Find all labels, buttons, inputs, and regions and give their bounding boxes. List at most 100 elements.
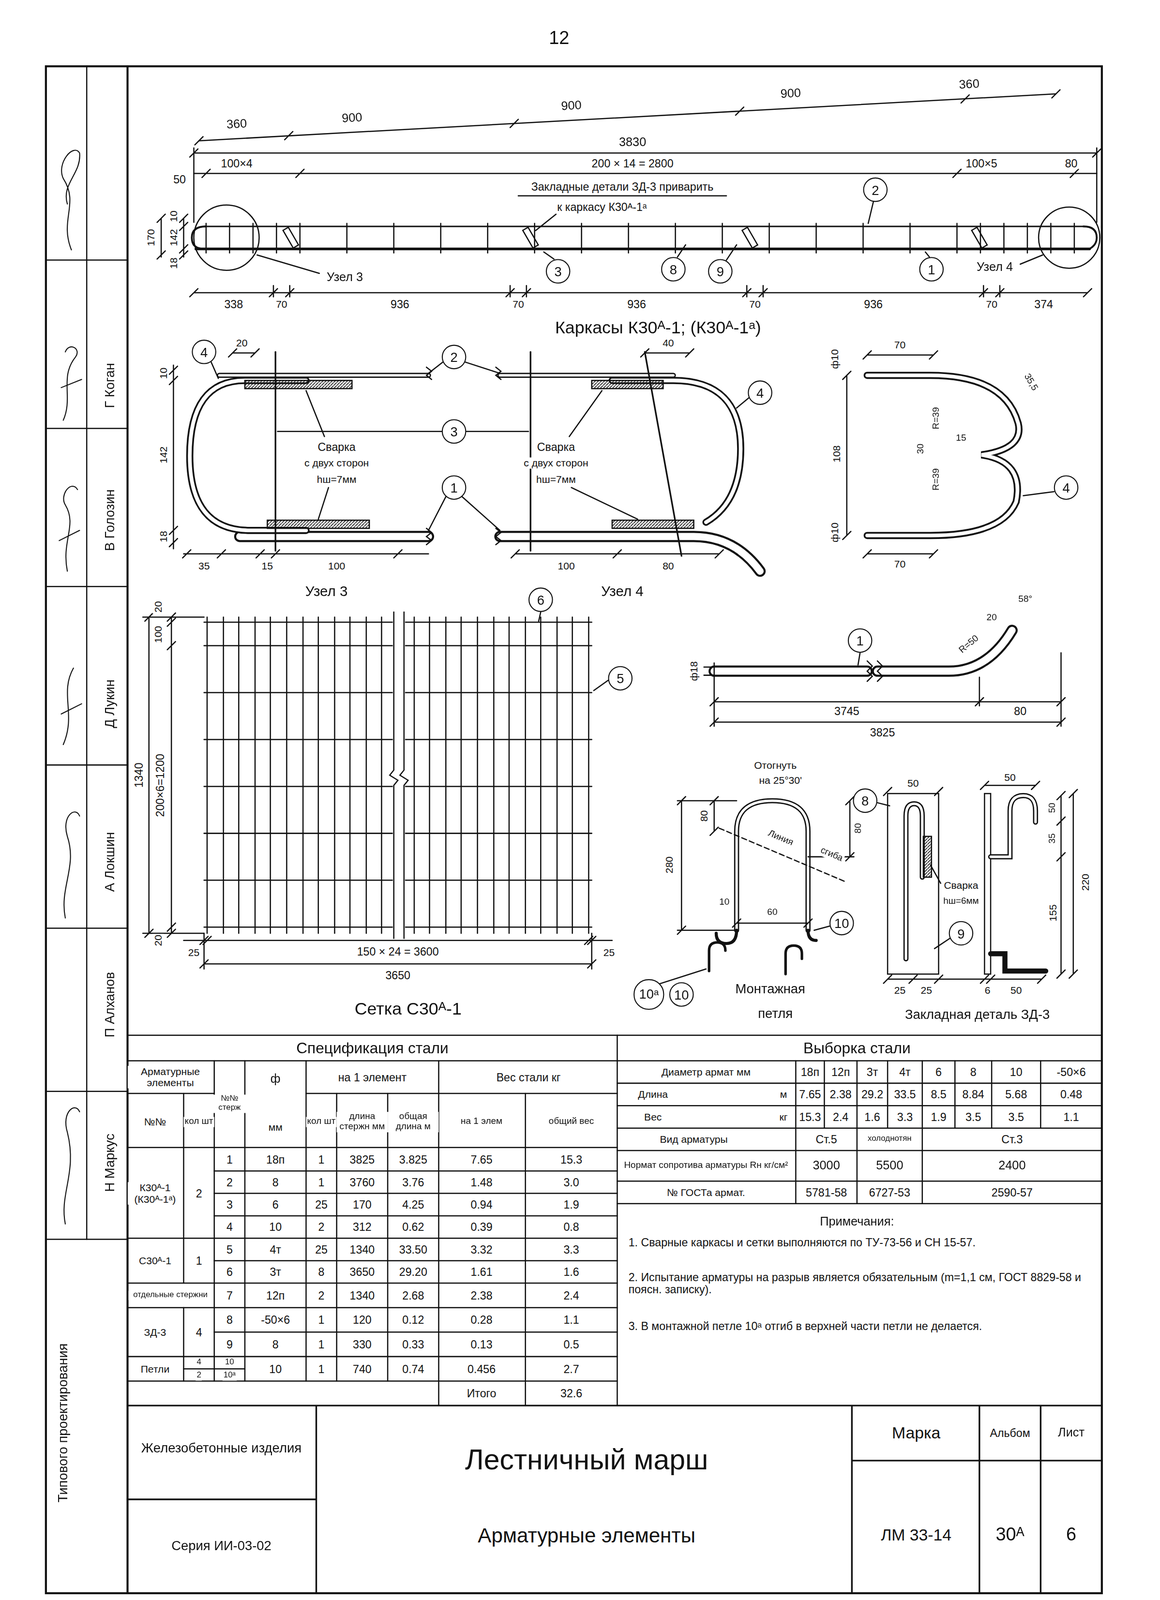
table-cell: Нормат сопротива арматуры Rн кг/см² (618, 1160, 795, 1172)
table-cell: -50×6 (1055, 1066, 1087, 1079)
dimension-label: R=39 (931, 467, 942, 492)
node-detail (267, 520, 370, 529)
table-cell: 1.48 (469, 1176, 494, 1189)
table-cell: № ГОСТа армат. (665, 1187, 747, 1199)
table-cell: 170 (351, 1198, 373, 1211)
dimension-label: 900 (340, 110, 364, 126)
title-block-text: ЛМ 33-14 (879, 1526, 953, 1545)
dimension-label: 30 (916, 442, 927, 455)
table-cell: кол шт (183, 1117, 214, 1128)
dimension-label: 70 (274, 298, 289, 310)
mesh (142, 613, 204, 938)
dimension-label: ф10 (828, 348, 841, 371)
table-cell: 25 (314, 1243, 329, 1256)
bar-detail (704, 630, 1066, 727)
cage-elevation (1083, 226, 1097, 249)
sheet-frame (86, 66, 88, 1240)
table-cell: 330 (351, 1338, 373, 1351)
cage-elevation (206, 223, 1075, 254)
mesh (167, 613, 176, 938)
embedded-part (887, 793, 939, 975)
dimension-label: 170 (145, 228, 157, 248)
callout-circle: 3 (545, 258, 571, 284)
table-cell: 1 (317, 1153, 326, 1166)
bar-detail (709, 697, 1066, 727)
table-cell: 1.6 (863, 1111, 881, 1124)
table-cell: Диаметр армат мм (660, 1066, 752, 1078)
callout-circle: 6 (528, 587, 554, 613)
table-cell: 8 (271, 1176, 280, 1189)
table-cell: 6 (271, 1198, 280, 1211)
dimension-label: сгиба (817, 845, 845, 865)
callout-number: 1 (927, 262, 935, 276)
cage-elevation (179, 214, 188, 260)
table-cell: 10 (268, 1220, 283, 1234)
cage-elevation (971, 227, 988, 249)
table-cell: 2 (225, 1176, 234, 1189)
dimension-label: 25 (602, 947, 617, 959)
dimension-label: R=50 (956, 632, 982, 657)
table-grid (127, 1035, 1102, 1406)
dimension-label: Узел 4 (600, 584, 645, 600)
table-cell: 3 (225, 1198, 234, 1211)
table-cell: Ст.5 (814, 1133, 838, 1146)
dimension-label: с двух сторон (303, 457, 370, 469)
table-cell: 3000 (811, 1159, 842, 1174)
node-detail (169, 365, 178, 549)
callout-number: 5 (616, 671, 624, 685)
bar-detail (877, 630, 1012, 672)
dimension-label: петля (756, 1006, 794, 1022)
callout-circle: 4 (1054, 475, 1079, 500)
node-detail (305, 390, 329, 520)
callout-circle: 10 (828, 910, 855, 936)
callout-circle: 8 (852, 788, 878, 814)
dimension-label: 150 × 24 = 3600 (356, 945, 440, 958)
node-detail (239, 533, 429, 541)
table-cell: Спецификация стали (295, 1040, 450, 1058)
table-cell: 4.25 (401, 1198, 425, 1211)
bar-detail (714, 665, 868, 678)
dimension-label: Каркасы К30ᴬ-1; (К30ᴬ-1ᵃ) (554, 318, 763, 338)
table-cell: 1340 (348, 1289, 376, 1302)
dimension-label: 360 (957, 77, 981, 92)
dimension-label: Сварка (942, 879, 980, 891)
dimension-label: 338 (223, 297, 244, 310)
embedded-part (923, 836, 932, 878)
dimension-label: 280 (663, 855, 675, 875)
dimension-label: R=39 (931, 406, 942, 431)
node-detail (640, 348, 694, 358)
dimension-label: 374 (1033, 297, 1055, 310)
dimension-label: 60 (766, 907, 779, 919)
dimension-label: 35,5 (1021, 371, 1040, 394)
dimension-label: 40 (661, 337, 676, 349)
dimension-label: 80 (1064, 157, 1079, 170)
callout-circle: 9 (949, 921, 974, 947)
dimension-label: 50 (172, 173, 187, 186)
table-cell: 5 (225, 1243, 234, 1256)
cage-elevation (522, 227, 539, 249)
mesh (183, 936, 612, 945)
lifting-loop (677, 796, 855, 935)
mesh (142, 612, 613, 970)
cage-elevation (194, 205, 260, 271)
dimension-label: 936 (862, 297, 884, 310)
table-cell: 8 (225, 1313, 234, 1326)
dimension-label: 100 (556, 560, 576, 572)
table-cell: 740 (351, 1362, 373, 1375)
table-cell: 10ᵃ (222, 1371, 237, 1382)
table-cell: отдельные стержни (128, 1291, 213, 1301)
signature (60, 346, 82, 421)
dimension-label: 50 (1047, 801, 1058, 814)
dimension-label: 155 (1047, 903, 1059, 923)
table-cell: 2400 (997, 1159, 1027, 1174)
lifting-loop (708, 942, 726, 972)
dimension-label: 70 (893, 339, 907, 351)
callout-circle: 4 (747, 380, 773, 406)
table-cell: 0.12 (401, 1313, 425, 1326)
table-cell: 3760 (348, 1176, 376, 1189)
lifting-loop (658, 796, 855, 985)
table-cell: 8 (969, 1066, 978, 1079)
callout-circle: 1 (441, 475, 467, 500)
dimension-label: 200 × 14 = 2800 (590, 157, 675, 170)
node-detail (612, 380, 741, 523)
